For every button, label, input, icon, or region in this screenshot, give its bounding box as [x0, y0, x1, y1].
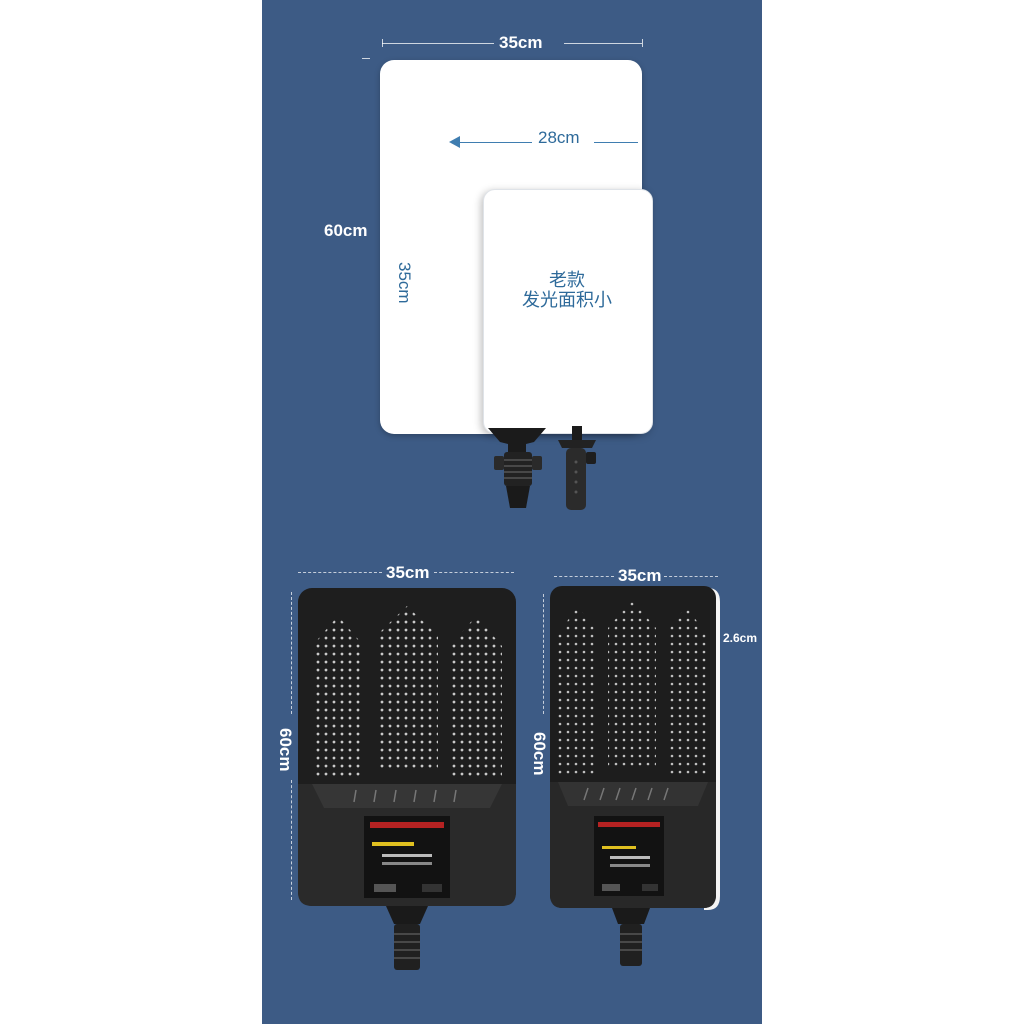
old-panel-mount-bracket	[558, 426, 596, 510]
width-dimension-tick-left	[382, 39, 383, 47]
old-model-caption: 老款 发光面积小	[483, 270, 651, 310]
br-height-label: 60cm	[530, 732, 549, 776]
inner-height-label: 35cm	[395, 262, 414, 304]
br-width-line-left	[554, 576, 614, 577]
bl-height-line-bottom	[291, 780, 292, 900]
width-dimension-line-right	[564, 43, 642, 44]
bl-width-line-right	[434, 572, 514, 573]
arrow-left-icon	[449, 136, 460, 148]
width-dimension-tick-right	[642, 39, 643, 47]
product-image-stage: 35cm 60cm 28cm 35cm 老款 发光面积小 35cm 60	[262, 0, 762, 1024]
inner-width-arrow-line-right	[594, 142, 638, 143]
back-view-light-panel	[298, 588, 516, 970]
top-height-label: 60cm	[324, 221, 368, 240]
old-light-panel	[483, 189, 653, 434]
inner-width-arrow-line-left	[458, 142, 532, 143]
bl-height-line-top	[291, 592, 292, 714]
angled-view-light-panel	[550, 586, 720, 966]
br-width-label: 35cm	[618, 566, 662, 585]
br-height-line-top	[543, 594, 544, 714]
width-dimension-line-left	[382, 43, 494, 44]
bl-width-line-left	[298, 572, 382, 573]
old-model-line2: 发光面积小	[522, 290, 612, 310]
height-dimension-tick-top	[362, 58, 370, 59]
br-depth-label: 2.6cm	[723, 631, 758, 645]
br-width-line-right	[664, 576, 718, 577]
bl-height-label: 60cm	[276, 728, 295, 772]
new-panel-mount-bracket	[488, 428, 546, 508]
top-width-label: 35cm	[499, 33, 543, 52]
inner-width-label: 28cm	[538, 128, 580, 147]
bl-width-label: 35cm	[386, 563, 430, 582]
old-model-line1: 老款	[549, 270, 585, 290]
